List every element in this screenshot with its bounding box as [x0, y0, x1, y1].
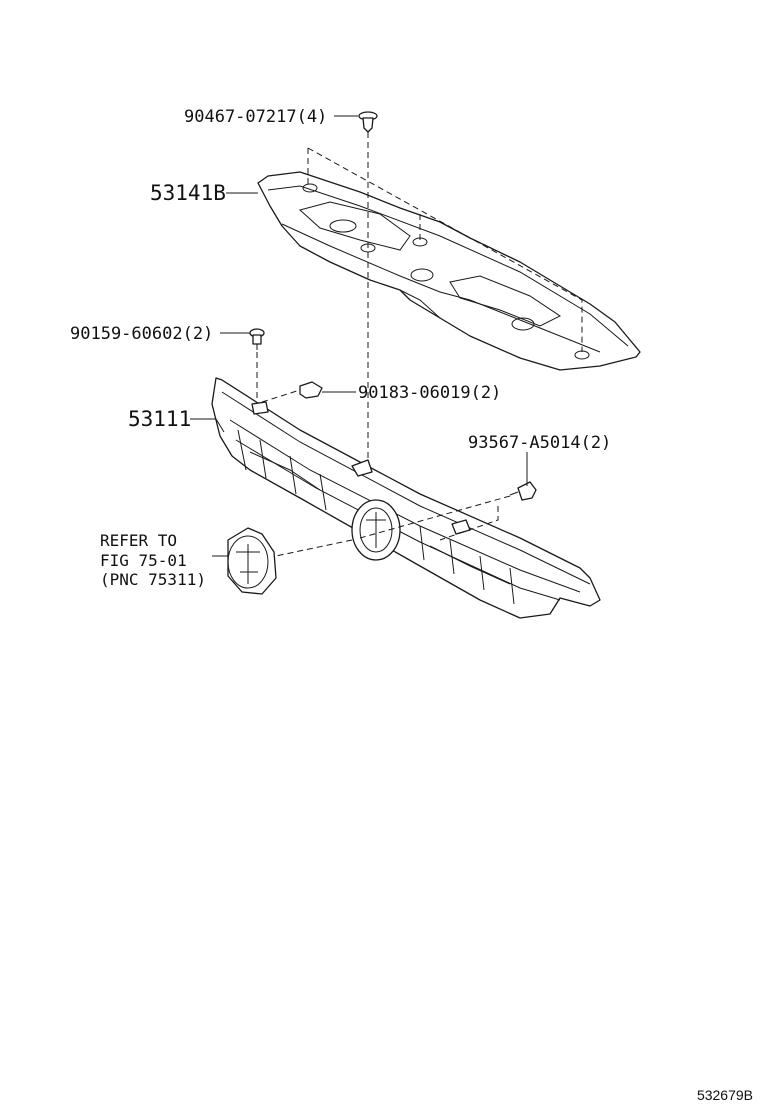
label-93567-a5014: 93567-A5014(2) — [468, 433, 611, 453]
clip-fastener-icon — [358, 111, 378, 133]
reference-line-3: (PNC 75311) — [100, 570, 206, 589]
label-53141b: 53141B — [150, 181, 226, 205]
radiator-grille — [211, 377, 601, 619]
emblem-icon — [227, 527, 277, 595]
label-90159-60602: 90159-60602(2) — [70, 324, 213, 344]
screw-icon — [509, 481, 537, 501]
diagram-code: 532679B — [697, 1087, 753, 1103]
reference-line-1: REFER TO — [100, 531, 177, 550]
bolt-icon — [249, 328, 265, 350]
reference-line-2: FIG 75-01 — [100, 551, 187, 570]
label-90467-07217: 90467-07217(4) — [184, 107, 327, 127]
radiator-support-cover — [257, 171, 641, 371]
assembly-lines — [256, 132, 583, 557]
leader-lines — [190, 115, 528, 557]
label-90183-06019: 90183-06019(2) — [358, 383, 501, 403]
clip-nut-icon — [299, 381, 323, 399]
label-53111: 53111 — [128, 407, 191, 431]
